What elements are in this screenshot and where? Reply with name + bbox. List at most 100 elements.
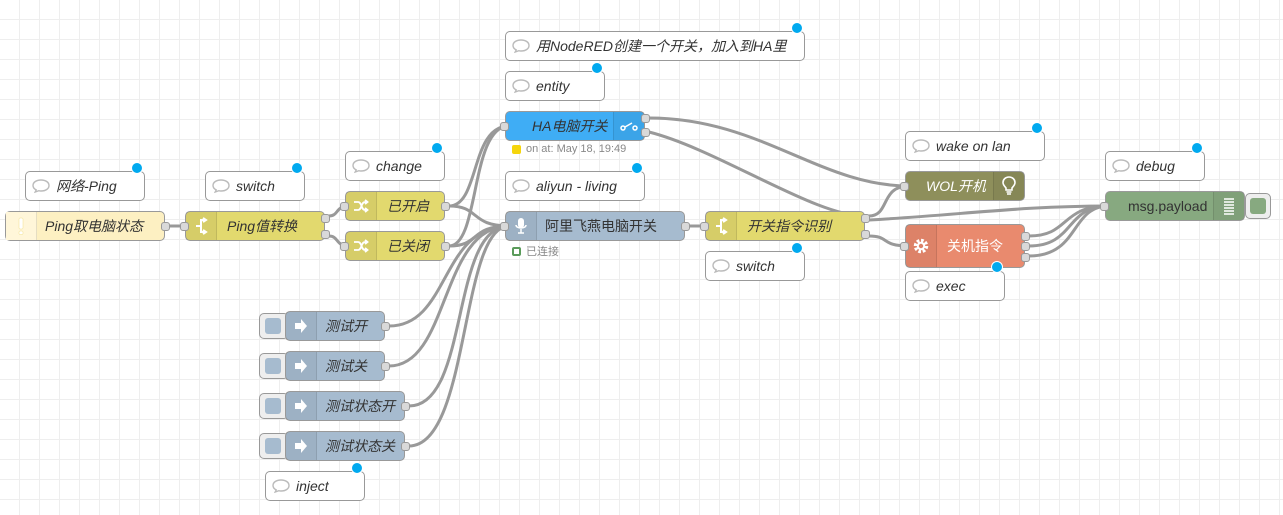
- ping-switch-node[interactable]: Ping值转换: [180, 211, 330, 241]
- inject-node[interactable]: 测试状态关: [285, 431, 410, 461]
- toggle-icon: [613, 112, 644, 140]
- input-port[interactable]: [700, 222, 709, 231]
- node-label: 已关闭: [387, 238, 429, 254]
- exec-node[interactable]: 关机指令: [900, 224, 1030, 273]
- output-port[interactable]: [381, 322, 390, 331]
- comment-label: 网络-Ping: [56, 178, 117, 194]
- comment-icon: [506, 72, 536, 100]
- aliyun-node[interactable]: 阿里飞燕电脑开关: [500, 211, 690, 241]
- switch-icon: [186, 212, 217, 240]
- changed-indicator: [291, 162, 303, 174]
- changed-indicator: [591, 62, 603, 74]
- arrow-right-icon: [286, 352, 317, 380]
- inject-node[interactable]: 测试关: [285, 351, 390, 381]
- output-port[interactable]: [861, 214, 870, 223]
- comment-entity[interactable]: entity: [505, 62, 605, 101]
- output-port[interactable]: [161, 222, 170, 231]
- output-port[interactable]: [861, 230, 870, 239]
- inject-button[interactable]: [259, 313, 289, 339]
- changed-indicator: [131, 162, 143, 174]
- output-port[interactable]: [321, 230, 330, 239]
- debug-node[interactable]: msg.payload: [1100, 191, 1245, 221]
- input-port[interactable]: [340, 202, 349, 211]
- comment-label: switch: [736, 258, 775, 274]
- comment-label: wake on lan: [936, 138, 1011, 154]
- input-port[interactable]: [340, 242, 349, 251]
- bulb-icon: [993, 172, 1024, 200]
- wire: [1027, 204, 1111, 258]
- output-port[interactable]: [1021, 232, 1030, 241]
- comment-icon: [206, 172, 236, 200]
- list-icon: [1213, 192, 1244, 220]
- ping-node[interactable]: Ping取电脑状态: [5, 211, 170, 241]
- input-port[interactable]: [180, 222, 189, 231]
- wol-node[interactable]: WOL开机: [900, 171, 1025, 201]
- changed-indicator: [991, 261, 1003, 273]
- input-port[interactable]: [900, 242, 909, 251]
- status-indicator: [512, 246, 521, 256]
- comment-label: inject: [296, 478, 329, 494]
- comment-switch-1[interactable]: switch: [205, 162, 305, 201]
- output-port[interactable]: [641, 114, 650, 123]
- wire: [407, 224, 511, 408]
- output-port[interactable]: [1021, 242, 1030, 251]
- inject-node[interactable]: 测试状态开: [285, 391, 410, 421]
- output-port[interactable]: [441, 242, 450, 251]
- changed-indicator: [351, 462, 363, 474]
- wire: [447, 124, 511, 208]
- output-port[interactable]: [401, 442, 410, 451]
- ha-switch-node[interactable]: HA电脑开关: [500, 111, 650, 141]
- changed-indicator: [791, 242, 803, 254]
- output-port[interactable]: [401, 402, 410, 411]
- comment-debug[interactable]: debug: [1105, 142, 1205, 181]
- change-on-node[interactable]: 已开启: [340, 191, 450, 221]
- wire: [387, 224, 511, 368]
- comment-wake-on-lan[interactable]: wake on lan: [905, 122, 1045, 161]
- debug-toggle-indicator: [1250, 198, 1266, 214]
- input-port[interactable]: [900, 182, 909, 191]
- gear-icon: [906, 225, 937, 267]
- inject-node[interactable]: 测试开: [285, 311, 390, 341]
- output-port[interactable]: [381, 362, 390, 371]
- inject-button-indicator: [265, 358, 281, 374]
- output-port[interactable]: [641, 128, 650, 137]
- wire: [867, 204, 1111, 222]
- arrow-right-icon: [286, 312, 317, 340]
- status-indicator: [512, 144, 521, 154]
- changed-indicator: [1191, 142, 1203, 154]
- wire: [1027, 204, 1111, 248]
- comment-icon: [266, 472, 296, 500]
- comment-create-switch[interactable]: 用NodeRED创建一个开关，加入到HA里: [505, 22, 805, 61]
- node-label: 测试关: [325, 358, 367, 374]
- comment-network-ping[interactable]: 网络-Ping: [25, 162, 145, 201]
- comment-switch-2[interactable]: switch: [705, 242, 805, 281]
- shuffle-icon: [346, 232, 377, 260]
- comment-icon: [346, 152, 376, 180]
- shuffle-icon: [346, 192, 377, 220]
- output-port[interactable]: [1021, 253, 1030, 262]
- comment-label: exec: [936, 278, 966, 294]
- comment-label: change: [376, 158, 422, 174]
- output-port[interactable]: [321, 214, 330, 223]
- inject-button[interactable]: [259, 433, 289, 459]
- command-switch-node[interactable]: 开关指令识别: [700, 211, 870, 241]
- input-port[interactable]: [500, 122, 509, 131]
- node-label: 关机指令: [947, 238, 1003, 254]
- output-port[interactable]: [681, 222, 690, 231]
- input-port[interactable]: [500, 222, 509, 231]
- debug-toggle-button[interactable]: [1245, 193, 1271, 219]
- comment-icon: [706, 252, 736, 280]
- comment-exec[interactable]: exec: [905, 271, 1005, 301]
- arrow-right-icon: [286, 432, 317, 460]
- alert-icon: [6, 212, 37, 240]
- comment-aliyun-living[interactable]: aliyun - living: [505, 162, 645, 201]
- input-port[interactable]: [1100, 202, 1109, 211]
- comment-inject[interactable]: inject: [265, 462, 365, 501]
- node-label: Ping值转换: [227, 218, 298, 234]
- output-port[interactable]: [441, 202, 450, 211]
- comment-change[interactable]: change: [345, 142, 445, 181]
- changed-indicator: [631, 162, 643, 174]
- change-off-node[interactable]: 已关闭: [340, 231, 450, 261]
- node-label: HA电脑开关: [532, 118, 608, 134]
